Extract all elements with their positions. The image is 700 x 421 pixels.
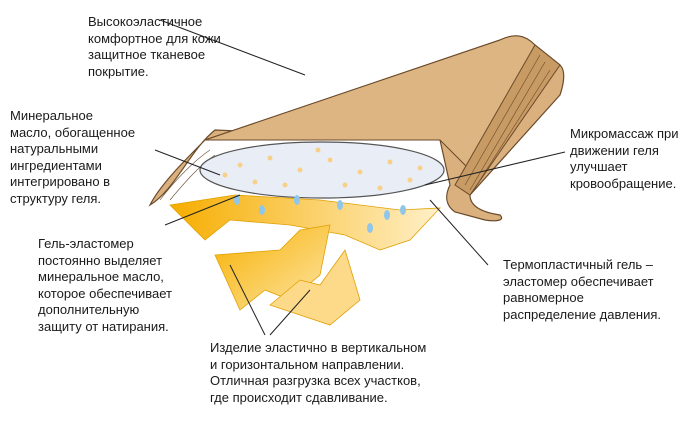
oil-drops (234, 195, 406, 233)
label-elastic: Изделие эластично в вертикальном и гориз… (210, 340, 426, 406)
label-line: Термопластичный гель – (503, 257, 654, 272)
label-line: дополнительную (38, 302, 140, 317)
label-line: которое обеспечивает (38, 285, 172, 301)
label-line: покрытие. (88, 63, 149, 79)
label-line: эластомер обеспечивает (503, 273, 654, 289)
label-line: минеральное масло, (38, 269, 164, 284)
label-line: Высокоэластичное (88, 14, 203, 29)
label-gel-elastomer: Гель-эластомер постоянно выделяет минера… (38, 236, 172, 335)
label-line: Изделие эластично в вертикальном (210, 340, 427, 355)
label-line: защитное тканевое (88, 47, 206, 62)
label-line: движении геля (570, 142, 659, 158)
label-line: Микромассаж при (570, 126, 679, 141)
label-line: комфортное для кожи (88, 30, 221, 46)
label-line: защиту от натирания. (38, 318, 169, 334)
label-line: и горизонтальном направлении. (210, 356, 405, 372)
gel-layer (199, 141, 445, 199)
arrow-vertical-right (269, 249, 361, 326)
arrow-horizontal (169, 194, 441, 251)
label-line: равномерное (503, 290, 584, 305)
label-mineral-oil: Минеральное масло, обогащенное натуральн… (10, 108, 135, 207)
label-line: интегрировано в (10, 174, 111, 189)
label-line: распределение давления. (503, 306, 661, 322)
oil-dots (222, 147, 423, 191)
label-thermoplastic: Термопластичный гель – эластомер обеспеч… (503, 257, 661, 323)
label-line: где происходит сдавливание. (210, 389, 388, 405)
label-fabric: Высокоэластичное комфортное для кожи защ… (88, 14, 221, 80)
label-line: улучшает (570, 159, 628, 174)
label-line: постоянно выделяет (38, 252, 163, 268)
label-line: Гель-эластомер (38, 236, 134, 251)
label-line: Минеральное (10, 108, 93, 123)
label-line: натуральными (10, 141, 99, 156)
label-line: кровообращение. (570, 175, 677, 191)
label-line: Отличная разгрузка всех участков, (210, 373, 421, 388)
label-micromassage: Микромассаж при движении геля улучшает к… (570, 126, 678, 192)
label-line: ингредиентами (10, 157, 102, 173)
leader-lines (154, 19, 566, 336)
label-line: масло, обогащенное (10, 124, 136, 140)
label-line: структуру геля. (10, 190, 102, 206)
